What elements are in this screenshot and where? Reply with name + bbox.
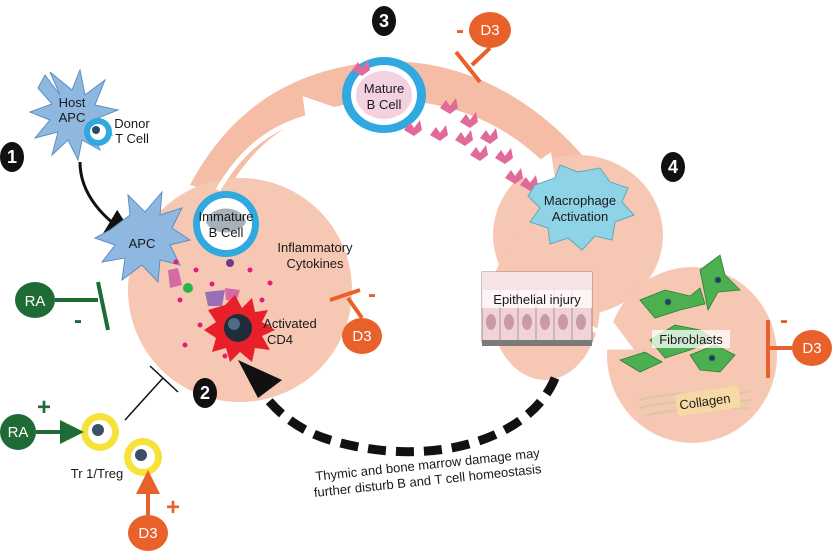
svg-text:B Cell: B Cell bbox=[367, 97, 402, 112]
ra-promote-tag: RA + bbox=[0, 394, 84, 450]
step-2-marker: 2 bbox=[193, 378, 217, 408]
apc-cell: APC bbox=[93, 190, 192, 284]
svg-text:-: - bbox=[368, 281, 376, 308]
d3-mid-tag: D3 - bbox=[329, 281, 382, 354]
svg-text:Activated: Activated bbox=[263, 316, 316, 331]
svg-text:Macrophage: Macrophage bbox=[544, 193, 616, 208]
treg-label: Tr 1/Treg bbox=[71, 466, 124, 481]
svg-text:D3: D3 bbox=[480, 22, 499, 39]
svg-text:+: + bbox=[166, 494, 180, 521]
d3-right-tag: D3 - bbox=[766, 307, 832, 378]
svg-text:CD4: CD4 bbox=[267, 332, 293, 347]
treg-inhibit-line bbox=[124, 377, 164, 421]
svg-text:-: - bbox=[456, 17, 464, 44]
svg-text:RA: RA bbox=[8, 424, 29, 441]
d3-top-tag: D3 - bbox=[454, 12, 511, 84]
receptor-1 bbox=[168, 268, 182, 288]
svg-text:Collagen: Collagen bbox=[678, 391, 731, 413]
svg-text:B Cell: B Cell bbox=[209, 225, 244, 240]
mature-b-cell: Mature B Cell bbox=[342, 57, 426, 133]
dashed-return-arrow bbox=[247, 370, 560, 457]
svg-text:RA: RA bbox=[25, 293, 46, 310]
svg-text:3: 3 bbox=[379, 11, 389, 31]
step-3-marker: 3 bbox=[372, 6, 396, 36]
receptor-2 bbox=[205, 290, 225, 306]
epithelial-tissue: Epithelial injury bbox=[481, 271, 593, 346]
step-1-marker: 1 bbox=[0, 142, 24, 172]
svg-text:1: 1 bbox=[7, 147, 17, 167]
donor-t-cell: Donor T Cell bbox=[84, 116, 150, 146]
svg-text:+: + bbox=[37, 394, 51, 421]
antibody-stream bbox=[352, 60, 538, 191]
svg-text:Mature: Mature bbox=[364, 81, 404, 96]
arc-arrow-down bbox=[419, 107, 558, 197]
svg-text:APC: APC bbox=[59, 110, 86, 125]
svg-text:D3: D3 bbox=[802, 340, 821, 357]
d3-bottom-tag: D3 + bbox=[128, 470, 180, 551]
svg-text:Epithelial injury: Epithelial injury bbox=[493, 292, 581, 307]
inflammatory-label-2: Cytokines bbox=[286, 256, 344, 271]
host-apc-cell: Host APC bbox=[28, 68, 120, 162]
purple-cytokine bbox=[226, 259, 234, 267]
treg-inhibit-bar bbox=[149, 365, 179, 393]
svg-text:APC: APC bbox=[129, 236, 156, 251]
treg-cell-1 bbox=[81, 413, 119, 451]
inflammatory-label-1: Inflammatory bbox=[277, 240, 353, 255]
arc-arrow-up bbox=[215, 96, 345, 192]
treg-cell-2 bbox=[124, 438, 162, 476]
top-arc-band bbox=[190, 61, 615, 215]
svg-text:Host: Host bbox=[59, 95, 86, 110]
svg-text:Immature: Immature bbox=[199, 209, 254, 224]
fibroblast-label: Fibroblasts bbox=[659, 332, 723, 347]
immature-b-cell: Immature B Cell bbox=[193, 191, 259, 257]
ra-inhibit-tag: RA - bbox=[15, 281, 110, 334]
svg-text:Activation: Activation bbox=[552, 209, 608, 224]
green-cytokine bbox=[183, 283, 193, 293]
fibroblast-label-bg bbox=[652, 330, 730, 348]
svg-text:Donor: Donor bbox=[114, 116, 150, 131]
svg-text:D3: D3 bbox=[352, 328, 371, 345]
svg-text:D3: D3 bbox=[138, 525, 157, 542]
collagen-fibers: Collagen bbox=[639, 386, 753, 417]
svg-text:4: 4 bbox=[668, 157, 678, 177]
svg-text:2: 2 bbox=[200, 383, 210, 403]
step-4-marker: 4 bbox=[661, 152, 685, 182]
svg-text:T Cell: T Cell bbox=[115, 131, 149, 146]
svg-text:-: - bbox=[74, 307, 82, 334]
dashed-arrow-head bbox=[238, 360, 282, 398]
activated-cd4-cell: Activated CD4 bbox=[204, 295, 317, 362]
macrophage-cell: Macrophage Activation bbox=[527, 164, 635, 251]
svg-text:-: - bbox=[780, 307, 788, 334]
